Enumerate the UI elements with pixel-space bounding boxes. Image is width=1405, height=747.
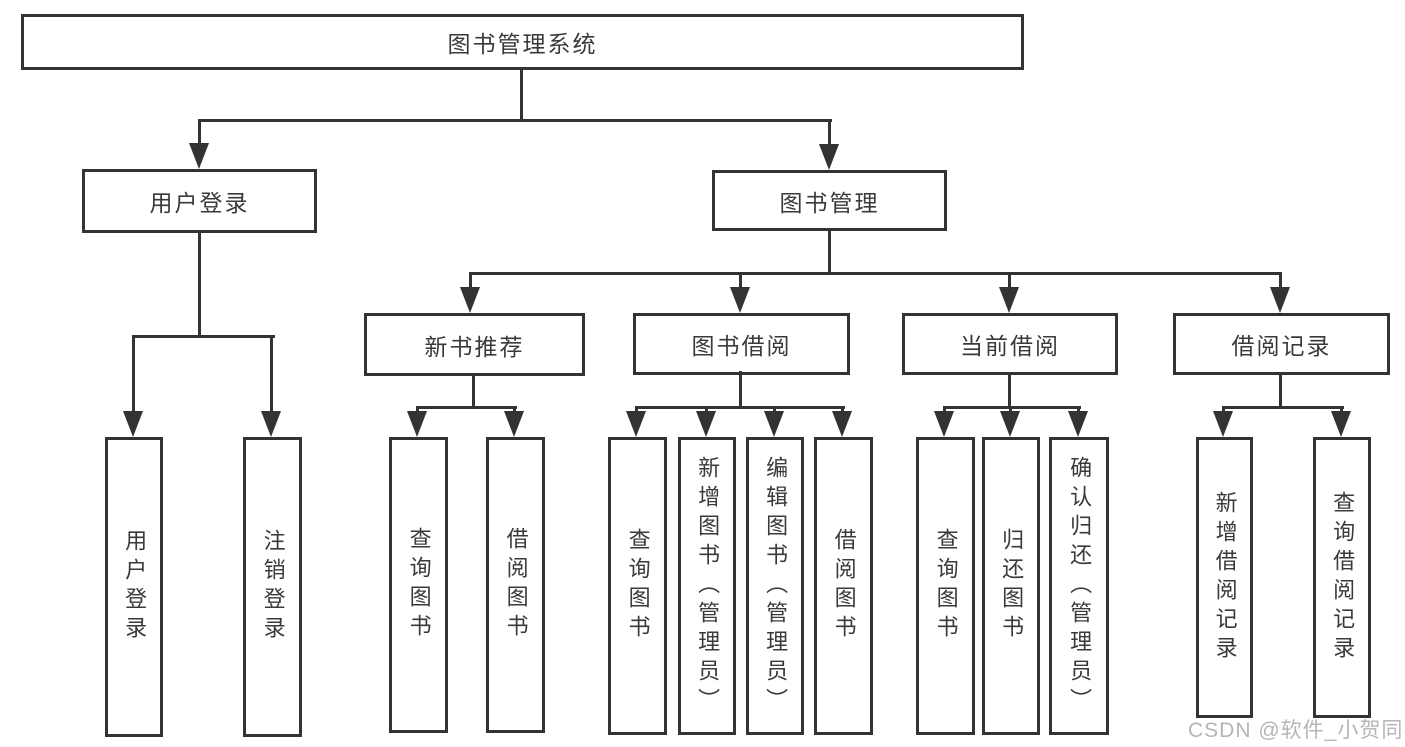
arrow-down-icon <box>123 411 143 437</box>
leaf-query-books-3: 查询图书 <box>916 437 975 735</box>
connector-line <box>199 119 832 122</box>
leaf-return-books: 归还图书 <box>982 437 1040 735</box>
connector-line <box>198 231 201 338</box>
leaf-query-books-2: 查询图书 <box>608 437 667 735</box>
leaf-borrow-books-1: 借阅图书 <box>486 437 545 733</box>
arrow-stem <box>198 119 201 146</box>
arrow-stem <box>270 335 273 414</box>
arrow-stem <box>1340 406 1343 414</box>
connector-line <box>739 371 742 409</box>
arrow-down-icon <box>819 144 839 170</box>
node-label: 图书借阅 <box>691 333 792 359</box>
leaf-query-borrow-record: 查询借阅记录 <box>1313 437 1371 718</box>
leaf-add-borrow-record: 新增借阅记录 <box>1196 437 1253 718</box>
arrow-stem <box>828 119 831 147</box>
connector-line <box>944 406 1081 409</box>
arrow-down-icon <box>407 411 427 437</box>
connector-line <box>1008 373 1011 409</box>
arrow-down-icon <box>626 411 646 437</box>
node-label: 归还图书 <box>999 528 1025 644</box>
arrow-down-icon <box>730 287 750 313</box>
arrow-stem <box>1077 406 1080 414</box>
arrow-stem <box>513 406 516 414</box>
arrow-stem <box>1009 406 1012 414</box>
arrow-down-icon <box>261 411 281 437</box>
arrow-stem <box>416 406 419 414</box>
node-label: 查询借阅记录 <box>1330 490 1356 665</box>
node-new-book-recommend: 新书推荐 <box>364 313 585 376</box>
csdn-watermark: CSDN @软件_小贺同学 <box>1188 719 1405 742</box>
arrow-stem <box>943 406 946 414</box>
node-label: 新增借阅记录 <box>1212 490 1238 665</box>
arrow-down-icon <box>1213 411 1233 437</box>
leaf-add-books-admin: 新增图书（管理员） <box>678 437 736 735</box>
node-label: 借阅记录 <box>1231 333 1332 359</box>
arrow-down-icon <box>696 411 716 437</box>
node-library-system: 图书管理系统 <box>21 14 1024 70</box>
arrow-stem <box>1222 406 1225 414</box>
node-user-login-group: 用户登录 <box>82 169 317 233</box>
connector-line <box>1279 373 1282 409</box>
node-borrowing-records: 借阅记录 <box>1173 313 1390 375</box>
arrow-stem <box>739 272 742 289</box>
node-label: 借阅图书 <box>503 527 529 643</box>
arrow-stem <box>132 335 135 414</box>
arrow-down-icon <box>504 411 524 437</box>
node-book-borrowing: 图书借阅 <box>633 313 850 375</box>
node-label: 查询图书 <box>933 528 959 644</box>
connector-line <box>828 229 831 275</box>
node-label: 图书管理 <box>779 189 880 216</box>
connector-line <box>636 406 845 409</box>
node-label: 查询图书 <box>625 528 651 644</box>
arrow-down-icon <box>764 411 784 437</box>
connector-line <box>1223 406 1344 409</box>
connector-line <box>520 68 523 122</box>
arrow-down-icon <box>1331 411 1351 437</box>
arrow-down-icon <box>832 411 852 437</box>
arrow-down-icon <box>999 287 1019 313</box>
leaf-logout: 注销登录 <box>243 437 302 737</box>
node-label: 用户登录 <box>122 529 148 645</box>
arrow-down-icon <box>189 143 209 169</box>
leaf-query-books-1: 查询图书 <box>389 437 448 733</box>
node-label: 新增图书（管理员） <box>695 455 721 717</box>
arrow-down-icon <box>1068 411 1088 437</box>
node-label: 用户登录 <box>149 190 250 216</box>
node-label: 编辑图书（管理员） <box>763 455 789 717</box>
leaf-user-login: 用户登录 <box>105 437 163 737</box>
node-label: 当前借阅 <box>960 333 1060 359</box>
arrow-stem <box>635 406 638 414</box>
arrow-stem <box>841 406 844 414</box>
node-label: 图书管理系统 <box>447 31 598 57</box>
connector-line <box>133 335 275 338</box>
arrow-stem <box>1279 272 1282 289</box>
arrow-down-icon <box>460 287 480 313</box>
node-label: 查询图书 <box>406 527 432 643</box>
node-label: 新书推荐 <box>424 333 525 360</box>
connector-line <box>470 272 1282 275</box>
arrow-stem <box>469 272 472 289</box>
node-book-management: 图书管理 <box>712 170 947 231</box>
arrow-down-icon <box>1270 287 1290 313</box>
arrow-down-icon <box>1000 411 1020 437</box>
leaf-confirm-return-admin: 确认归还（管理员） <box>1049 437 1109 735</box>
node-current-borrowing: 当前借阅 <box>902 313 1118 375</box>
connector-line <box>417 406 517 409</box>
leaf-borrow-books-2: 借阅图书 <box>814 437 873 735</box>
arrow-stem <box>1008 272 1011 289</box>
leaf-edit-books-admin: 编辑图书（管理员） <box>746 437 804 735</box>
node-label: 确认归还（管理员） <box>1067 455 1093 717</box>
arrow-stem <box>773 406 776 414</box>
node-label: 注销登录 <box>260 529 286 645</box>
connector-line <box>472 374 475 409</box>
arrow-stem <box>705 406 708 414</box>
arrow-down-icon <box>934 411 954 437</box>
node-label: 借阅图书 <box>831 528 857 644</box>
